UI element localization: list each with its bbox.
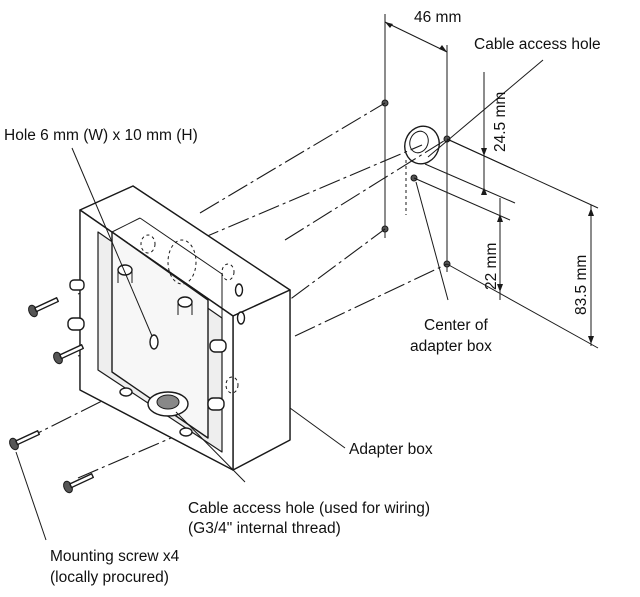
screw-4 <box>63 473 95 494</box>
screw-2 <box>53 344 85 365</box>
mounting-screw-label-line1: Mounting screw x4 <box>50 548 180 565</box>
dimension-22mm: 22 mm <box>483 243 500 290</box>
cable-access-hole-label: Cable access hole <box>474 36 601 53</box>
text-labels: 46 mm Cable access hole 24.5 mm 22 mm 83… <box>4 9 601 586</box>
screw-1 <box>28 297 60 318</box>
adapter-box-label: Adapter box <box>349 441 433 458</box>
cable-wiring-label-line1: Cable access hole (used for wiring) <box>188 500 430 517</box>
slot-hole <box>149 334 159 350</box>
center-label-line2: adapter box <box>410 338 492 355</box>
leader-lines <box>15 59 544 541</box>
dimension-24-5mm: 24.5 mm <box>492 92 509 152</box>
adapter-box <box>67 185 291 471</box>
slot-hole-label: Hole 6 mm (W) x 10 mm (H) <box>4 127 198 144</box>
mounting-screws <box>9 297 95 494</box>
center-label-line1: Center of <box>424 317 488 334</box>
screw-3 <box>9 430 41 451</box>
cable-wiring-label-line2: (G3/4" internal thread) <box>188 520 341 537</box>
dimension-lines <box>384 14 599 349</box>
mounting-screw-label-line2: (locally procured) <box>50 569 169 586</box>
dimension-46mm: 46 mm <box>414 9 461 26</box>
dimension-83-5mm: 83.5 mm <box>573 255 590 315</box>
